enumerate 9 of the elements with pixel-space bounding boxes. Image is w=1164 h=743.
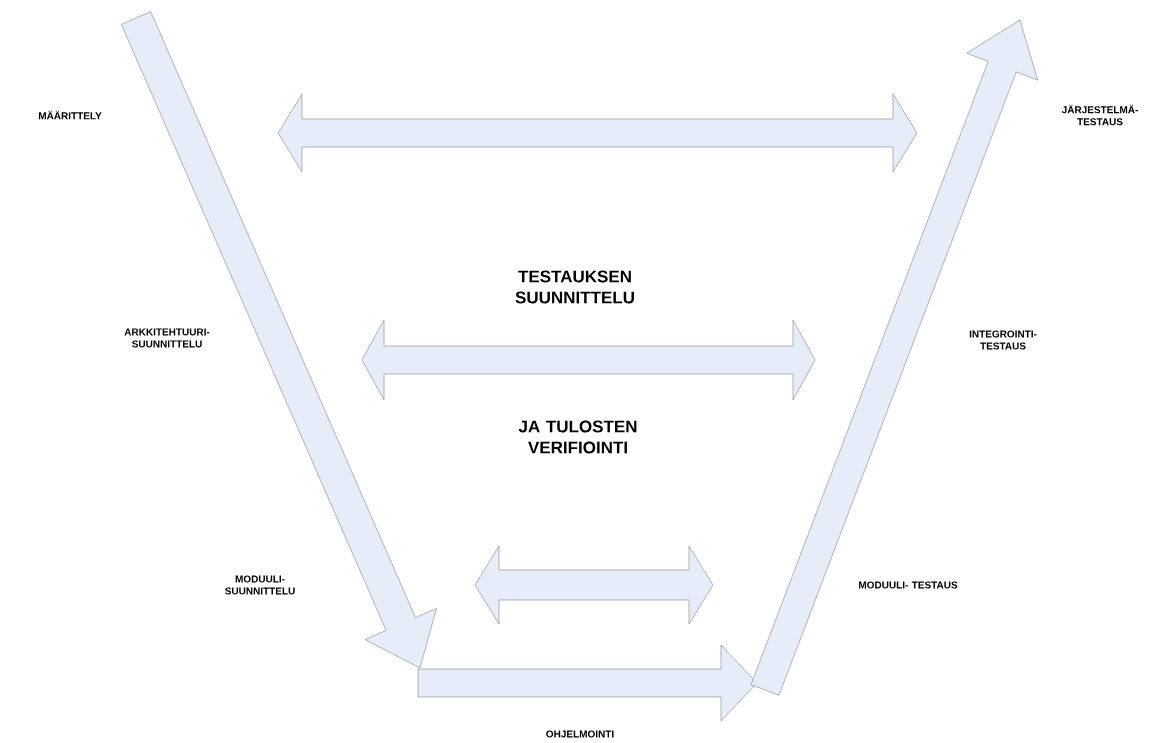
phase-label: MODUULI- TESTAUS [859, 581, 958, 589]
phase-label: JÄRJESTELMÄ- TESTAUS [1061, 104, 1138, 126]
phase-label: OHJELMOINTI [546, 730, 614, 738]
phase-label: ARKKITEHTUURI- SUUNNITTELU [124, 328, 210, 348]
phase-label: MODUULI- SUUNNITTELU [225, 575, 295, 595]
phase-label: INTEGROINTI- TESTAUS [969, 330, 1037, 350]
heading-text: TESTAUKSEN SUUNNITTELU [515, 270, 634, 304]
phase-label: MÄÄRITTELY [38, 110, 102, 120]
heading-text: JA TULOSTEN VERIFIOINTI [518, 420, 637, 454]
